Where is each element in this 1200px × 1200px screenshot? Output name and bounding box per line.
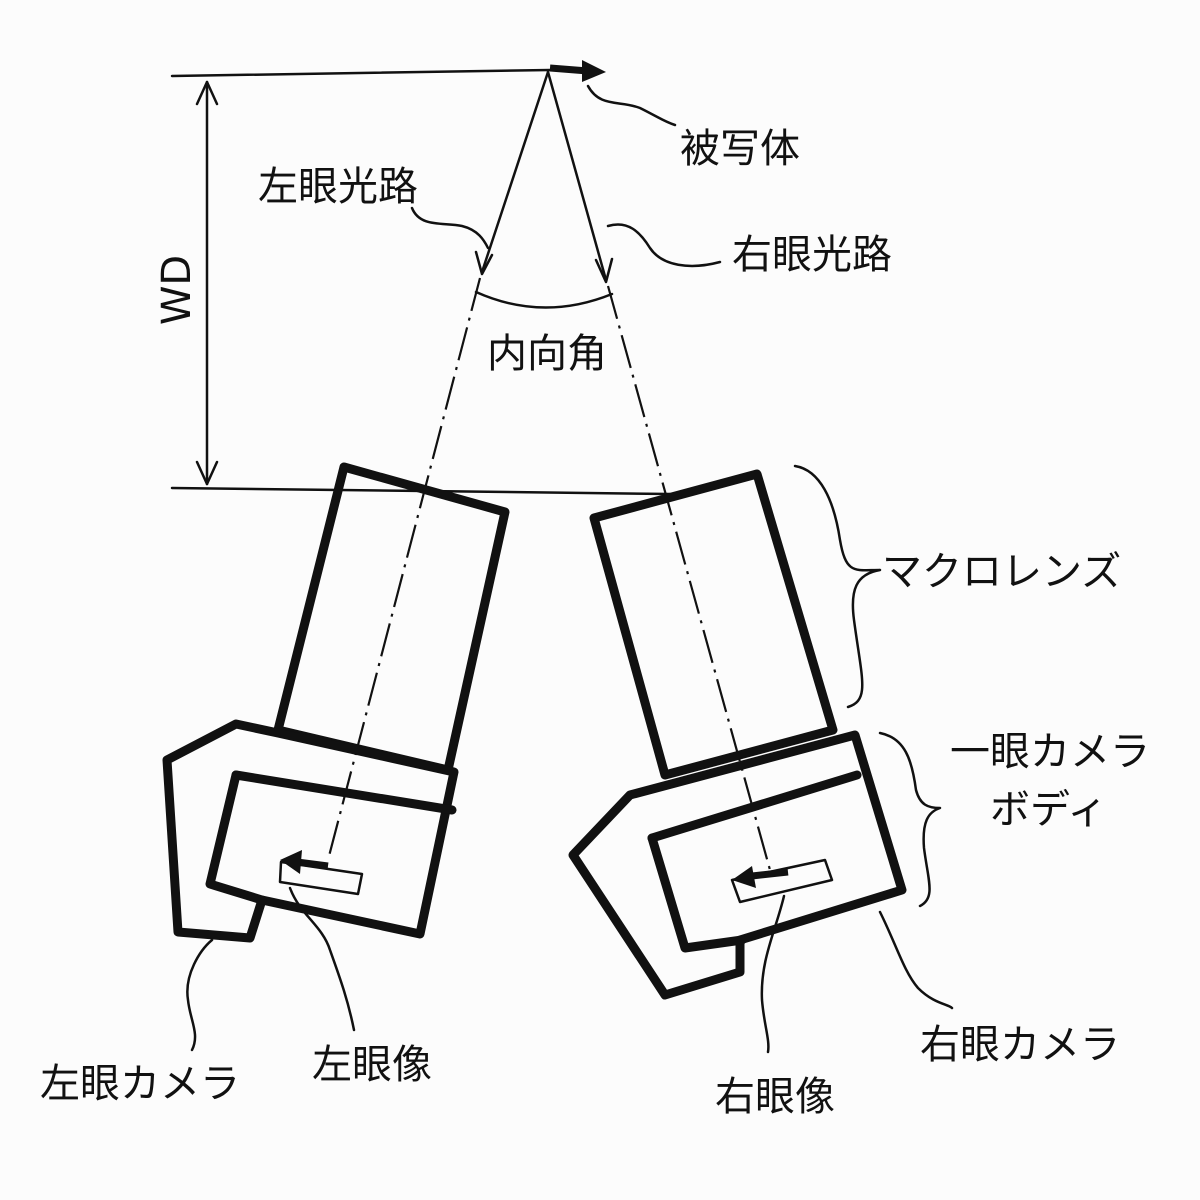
macro-lens-label: マクロレンズ	[882, 549, 1121, 595]
convergence-angle-arc	[474, 290, 614, 309]
left-camera-leader-line	[186, 938, 214, 1052]
left-path-arrowhead	[474, 250, 494, 276]
camera-body-brace	[878, 731, 942, 908]
left-image-label: 左眼像	[312, 1042, 432, 1088]
left-camera-body	[162, 719, 459, 943]
left-image-arrow-icon	[280, 850, 329, 874]
convergence-angle-label: 内向角	[487, 331, 607, 377]
right-path-leader-line	[606, 223, 722, 268]
right-optical-path	[546, 70, 608, 282]
subject-reference-line	[170, 68, 552, 78]
camera-body-label-line2: ボディ	[990, 787, 1107, 833]
right-macro-lens	[589, 469, 838, 780]
macro-lens-brace	[793, 464, 882, 709]
left-image-sensor	[278, 860, 364, 896]
subject-leader-line	[586, 84, 677, 127]
left-camera-label: 左眼カメラ	[40, 1061, 240, 1107]
left-macro-lens	[273, 462, 510, 775]
camera-body-label-line1: 一眼カメラ	[950, 729, 1150, 775]
left-path-label: 左眼光路	[258, 164, 418, 210]
right-path-arrowhead	[594, 257, 614, 284]
right-camera-body	[568, 730, 907, 1000]
subject-arrow-icon	[549, 60, 606, 82]
subject-label: 被写体	[680, 126, 800, 172]
right-image-leader-line	[760, 894, 786, 1054]
wd-label: WD	[154, 255, 200, 325]
right-image-label: 右眼像	[715, 1074, 835, 1120]
right-image-sensor	[730, 858, 834, 904]
right-path-label: 右眼光路	[732, 232, 892, 278]
left-path-leader-line	[410, 206, 490, 250]
right-image-arrow-icon	[732, 866, 789, 888]
right-camera-label: 右眼カメラ	[920, 1022, 1120, 1068]
left-optical-path	[480, 70, 550, 274]
right-camera-leader-line	[878, 910, 954, 1010]
left-optical-axis-dashed	[326, 277, 482, 861]
wd-dimension-arrow	[195, 80, 219, 486]
left-image-leader-line	[288, 886, 356, 1032]
